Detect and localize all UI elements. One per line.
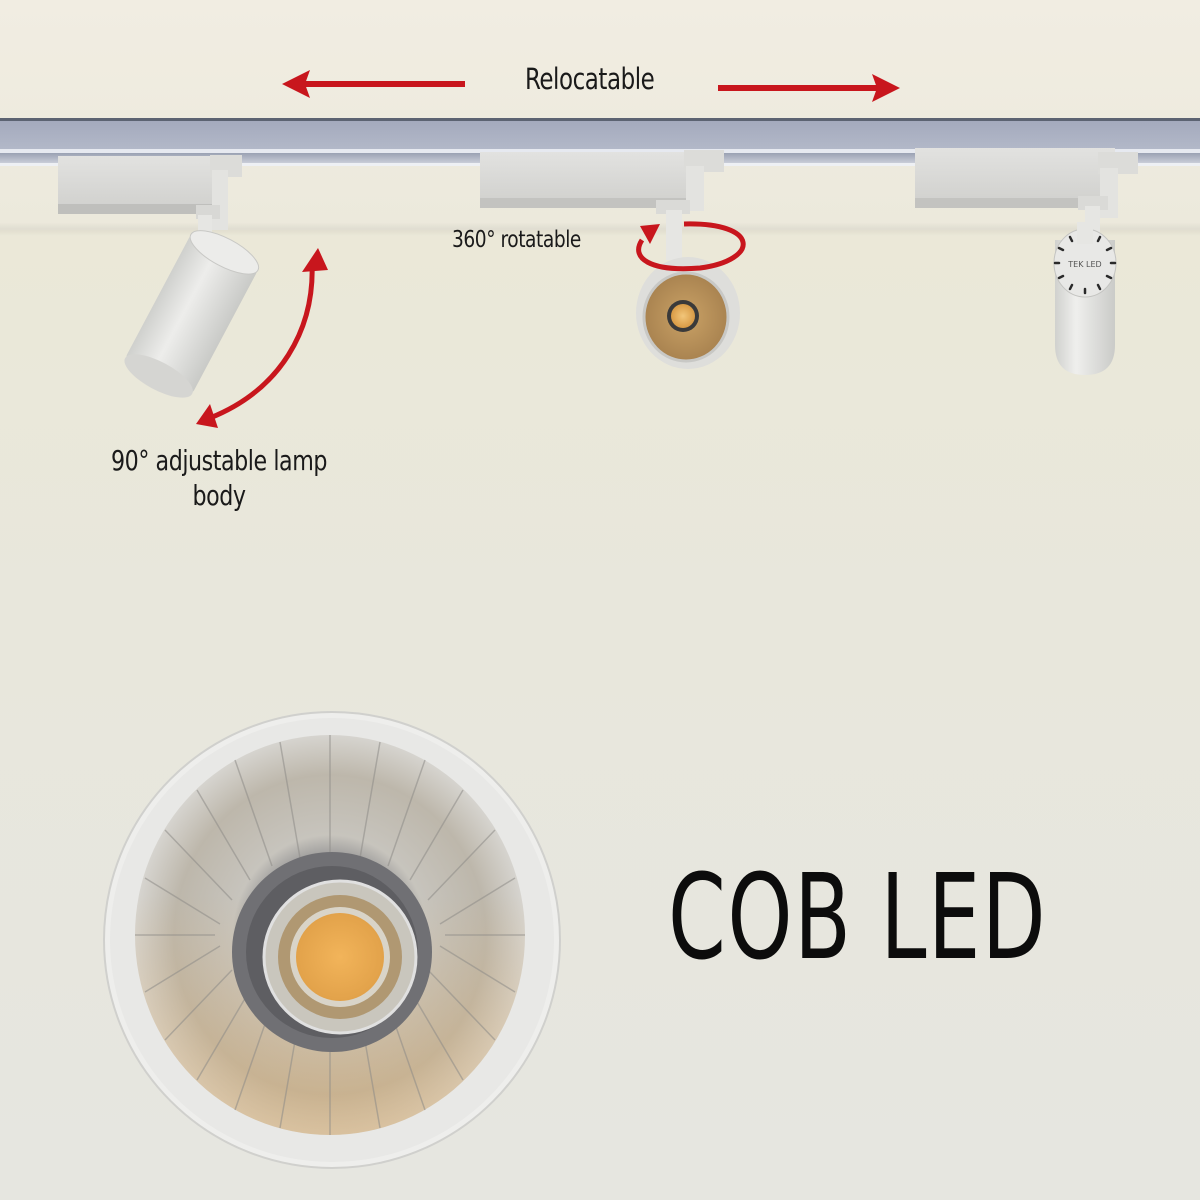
rotatable-label: 360° rotatable (452, 227, 581, 253)
cob-led-title: COB LED (668, 848, 1048, 986)
ceiling-edge-shadow (0, 222, 1200, 236)
wall-background (0, 230, 1200, 1200)
ceiling-background (0, 0, 1200, 230)
relocatable-label: Relocatable (525, 62, 655, 96)
track-rail (0, 118, 1200, 166)
adjustable-label: 90° adjustable lamp body (110, 444, 327, 512)
